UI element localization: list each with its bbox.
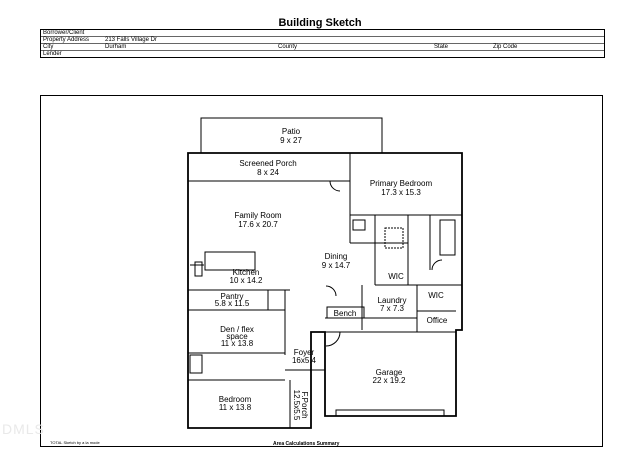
den-name-line2: space (226, 332, 248, 341)
city-label: City (43, 44, 54, 50)
family-room-dims: 17.6 x 20.7 (238, 220, 278, 229)
dining-name: Dining (325, 252, 348, 261)
house-outline (187, 152, 463, 429)
city-row: City Durham County State Zip Code (41, 44, 604, 51)
den-dims: 11 x 13.8 (221, 339, 254, 348)
screened-porch-name: Screened Porch (239, 159, 296, 168)
wic-primary-name: WIC (388, 272, 404, 281)
state-label: State (434, 44, 449, 50)
kitchen-island (204, 251, 256, 271)
laundry-name: Laundry (378, 296, 407, 305)
foyer-dims: 16x5.4 (292, 356, 317, 365)
mls-watermark: DMLS (2, 421, 45, 437)
pantry-dims: 5.8 x 11.5 (215, 299, 250, 308)
porch-name: F.Porch (300, 391, 309, 418)
primary-bedroom-name: Primary Bedroom (370, 179, 433, 188)
lender-row: Lender (41, 51, 604, 57)
address-label: Property Address (43, 37, 90, 43)
zip-label: Zip Code (493, 44, 518, 50)
patio-dims: 9 x 27 (280, 136, 302, 145)
address-value: 213 Falls Village Dr (105, 37, 157, 43)
patio-name: Patio (282, 127, 301, 136)
porch-dims: 12.5x5.5 (292, 390, 301, 421)
kitchen-dims: 10 x 14.2 (230, 276, 263, 285)
page-title: Building Sketch (278, 17, 362, 29)
bedroom-dims: 11 x 13.8 (219, 403, 252, 412)
address-row: Property Address 213 Falls Village Dr (41, 37, 604, 44)
pantry-name: Pantry (220, 292, 243, 301)
borrower-row: Borrower/Client (41, 30, 604, 37)
bedroom-name: Bedroom (219, 395, 252, 404)
family-room-name: Family Room (234, 211, 281, 220)
footer-software: TOTAL Sketch by a la mode (50, 440, 100, 445)
den-name: Den / flex (220, 325, 254, 334)
lender-label: Lender (43, 51, 62, 57)
primary-bedroom-dims: 17.3 x 15.3 (381, 188, 421, 197)
screened-porch-dims: 8 x 24 (257, 168, 279, 177)
kitchen-name: Kitchen (233, 268, 260, 277)
borrower-label: Borrower/Client (43, 30, 85, 36)
footer-area-summary: Area Calculations Summary (273, 441, 340, 447)
property-info-table: Borrower/Client Property Address 213 Fal… (40, 29, 605, 58)
laundry-dims: 7 x 7.3 (380, 304, 405, 313)
dining-dims: 9 x 14.7 (322, 261, 351, 270)
garage-door (335, 409, 445, 417)
office-name: Office (427, 316, 448, 325)
garage-name: Garage (376, 368, 403, 377)
wic-second-name: WIC (428, 291, 444, 300)
sketch-frame (40, 95, 603, 447)
bench-name: Bench (334, 309, 357, 318)
city-value: Durham (105, 44, 127, 50)
county-label: County (278, 44, 298, 50)
foyer-name: Foyer (294, 348, 315, 357)
garage-dims: 22 x 19.2 (373, 376, 406, 385)
